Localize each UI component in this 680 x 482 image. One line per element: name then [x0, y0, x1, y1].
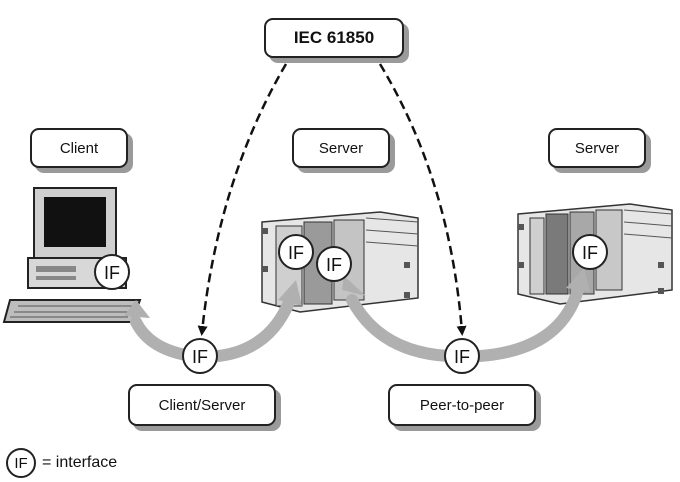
arrowhead-client [124, 300, 150, 318]
peer-to-peer-box: Peer-to-peer [388, 384, 536, 426]
if-client-server-label: IF [192, 347, 208, 367]
server-left-box: Server [292, 128, 390, 168]
server-right-box: Server [548, 128, 646, 168]
arrowhead-server-right [566, 268, 590, 292]
if-peer-to-peer-label: IF [454, 347, 470, 367]
legend-if-symbol: IF [6, 448, 36, 478]
standard-dashed-links [197, 63, 467, 336]
arrow-peer-to-server-right [474, 284, 584, 362]
dashed-link-client-server [197, 63, 288, 336]
arrowhead-peer-server-left [342, 276, 366, 296]
dashed-link-peer-to-peer [378, 63, 467, 336]
arrow-to-server-left [212, 294, 296, 362]
if-client-server-marker: IF [182, 338, 218, 374]
interface-markers: IF IF IF IF IF IF [94, 234, 608, 374]
if-server-left-label-1: IF [288, 243, 304, 263]
arrowhead-server-left [278, 280, 302, 306]
arrow-peer-to-server-left [346, 294, 454, 362]
if-server-left-marker-2: IF [316, 246, 352, 282]
if-server-right-label: IF [582, 243, 598, 263]
arrow-heads [124, 268, 590, 318]
if-client-label: IF [104, 263, 120, 283]
client-server-box: Client/Server [128, 384, 276, 426]
client-computer-illustration [2, 187, 142, 323]
if-server-left-marker-1: IF [278, 234, 314, 270]
legend: IF = interface [6, 448, 117, 478]
if-peer-to-peer-marker: IF [444, 338, 480, 374]
if-server-left-label-2: IF [326, 255, 342, 275]
client-box: Client [30, 128, 128, 168]
standard-box: IEC 61850 [264, 18, 404, 58]
if-client-marker: IF [94, 254, 130, 290]
legend-text: = interface [42, 454, 118, 471]
if-server-right-marker: IF [572, 234, 608, 270]
